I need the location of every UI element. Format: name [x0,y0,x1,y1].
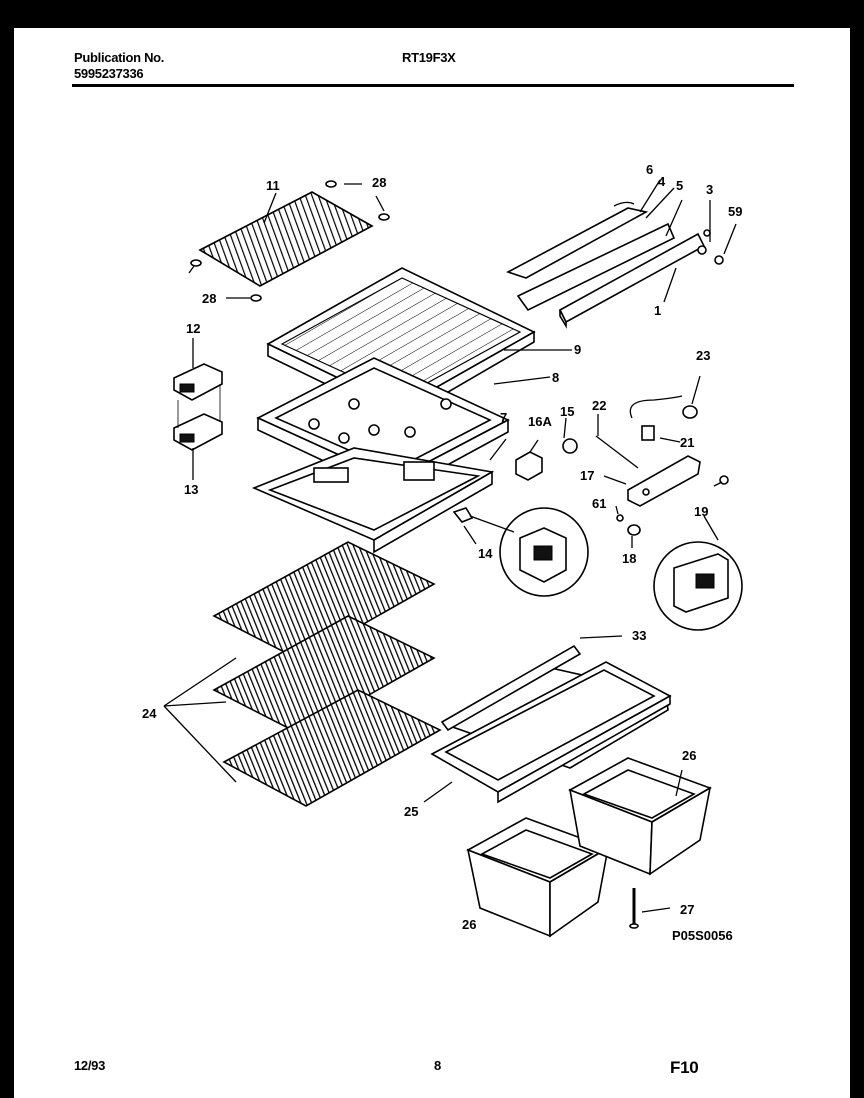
callout-25: 25 [404,804,418,819]
callout-17: 17 [580,468,594,483]
callout-27: 27 [680,902,694,917]
part-7-crisper-cover [251,438,507,554]
part-26-crisper-drawers [466,757,712,938]
callout-61: 61 [592,496,606,511]
callout-8: 8 [552,370,559,385]
callout-5: 5 [676,178,683,193]
callout-16a: 16A [528,414,552,429]
callout-18: 18 [622,551,636,566]
callout-9: 9 [574,342,581,357]
callout-1: 1 [654,303,661,318]
part-1-6-trim-assembly [505,179,737,329]
footer-date: 12/93 [74,1058,106,1073]
callout-59: 59 [728,204,742,219]
diagram-code: P05S0056 [672,928,733,943]
part-24-wire-shelves [163,541,442,807]
callout-6: 6 [646,162,653,177]
callout-3: 3 [706,182,713,197]
part-11-top-grille [198,191,374,287]
callout-13: 13 [184,482,198,497]
part-27-screw [629,888,671,929]
part-12-13-bins [173,338,223,480]
callout-7: 7 [500,410,507,425]
leader-11 [263,192,277,224]
callout-26-left: 26 [462,917,476,932]
part-14-detail-circle [452,507,589,597]
footer-page: 8 [434,1058,441,1073]
callout-22: 22 [592,398,606,413]
callout-14: 14 [478,546,493,561]
callout-19: 19 [694,504,708,519]
model-number: RT19F3X [402,50,456,65]
callout-28-bottom: 28 [202,291,216,306]
header-rule [72,84,794,87]
part-25-crisper-frame [423,635,672,804]
exploded-parts-diagram: 11 28 28 12 13 6 4 5 3 59 1 9 8 23 22 15… [142,162,743,943]
part-15-23-controls [515,375,729,548]
publication-label: Publication No. [74,50,165,65]
callout-12: 12 [186,321,200,336]
callout-11: 11 [266,178,280,193]
callout-26-right: 26 [682,748,696,763]
publication-number: 5995237336 [74,66,144,81]
callout-33: 33 [632,628,646,643]
part-28-grommets [188,180,390,302]
callout-15: 15 [560,404,574,419]
callout-4: 4 [658,174,666,189]
callout-24: 24 [142,706,157,721]
callout-21: 21 [680,435,694,450]
parts-page: Publication No. 5995237336 RT19F3X [14,28,850,1098]
footer-figure: F10 [670,1058,699,1077]
part-19-detail-circle [653,515,743,631]
callout-28-top: 28 [372,175,386,190]
callout-23: 23 [696,348,710,363]
